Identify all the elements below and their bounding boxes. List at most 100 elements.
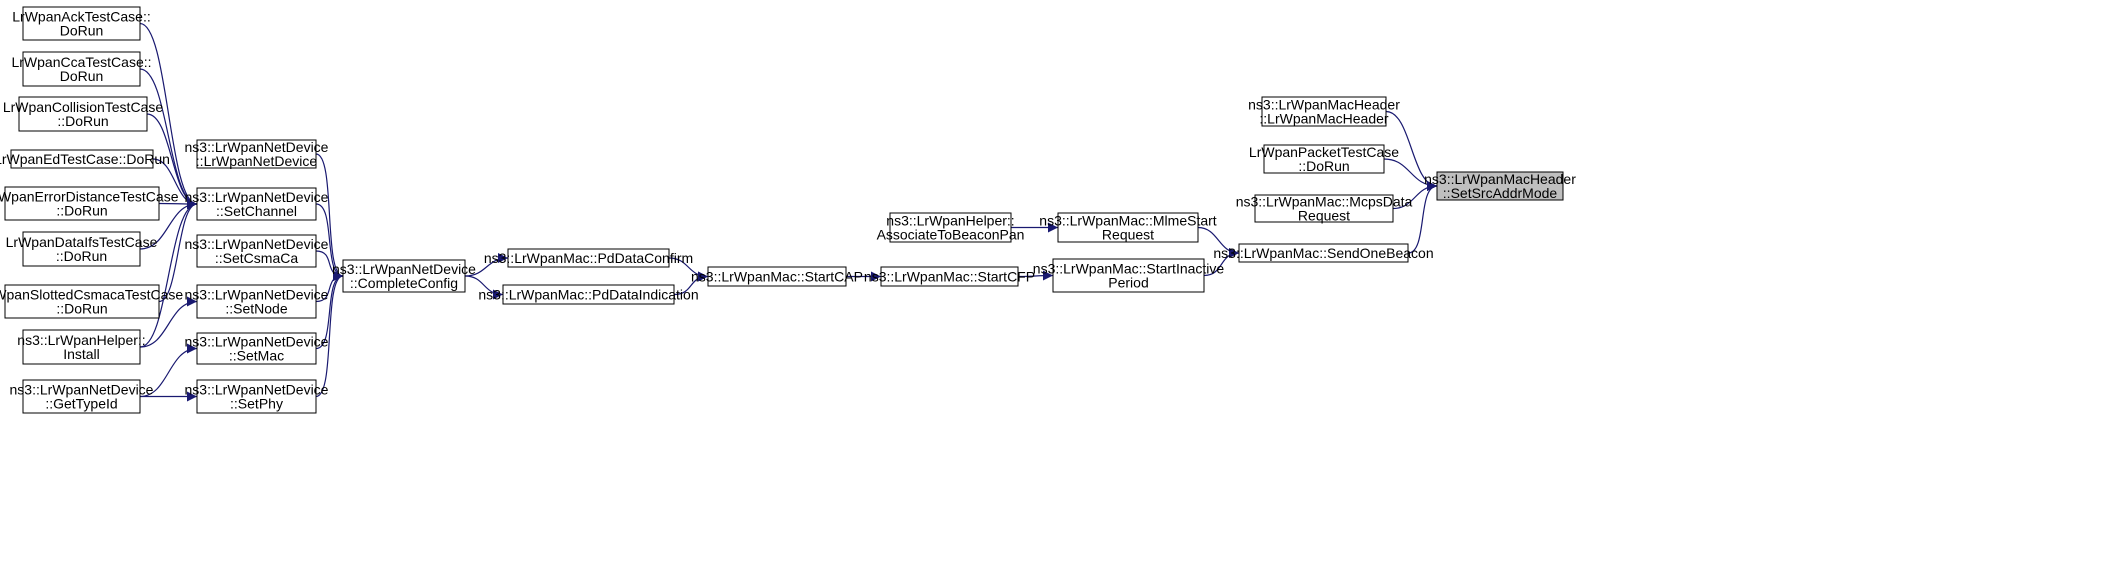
node-label-line: ns3::LrWpanNetDevice [185, 334, 329, 350]
node-macHeaderCtor[interactable]: ns3::LrWpanMacHeader::LrWpanMacHeader [1248, 96, 1400, 127]
node-box [22, 6, 141, 41]
node-associateBeacon[interactable]: ns3::LrWpanHelper::AssociateToBeaconPan [877, 212, 1025, 243]
node-startCfp[interactable]: ns3::LrWpanMac::StartCFP [864, 266, 1035, 287]
node-box [196, 234, 317, 268]
node-label-line: ::LrWpanMacHeader [1259, 111, 1389, 127]
node-dataIfsTest[interactable]: LrWpanDataIfsTestCase::DoRun [6, 231, 158, 267]
node-label-line: ns3::LrWpanMacHeader [1424, 171, 1576, 187]
node-slottedTest[interactable]: LrWpanSlottedCsmacaTestCase::DoRun [0, 284, 183, 319]
node-label-line: ::DoRun [56, 301, 107, 317]
node-pdDataIndication[interactable]: ns3::LrWpanMac::PdDataIndication [478, 284, 699, 305]
node-label-line: ns3::LrWpanMac::StartInactive [1033, 261, 1225, 277]
node-label-line: ::SetNode [225, 301, 287, 317]
node-label-line: ns3::LrWpanNetDevice [185, 189, 329, 205]
node-label-line: AssociateToBeaconPan [877, 227, 1025, 243]
node-ackTest[interactable]: LrWpanAckTestCase::DoRun [12, 6, 151, 41]
edge-helperInstall-to-setChannel [139, 199, 198, 348]
node-label-line: ::DoRun [56, 248, 107, 264]
node-label-line: ns3::LrWpanMac::McpsData [1236, 194, 1413, 210]
edge-pdDataIndication-to-startCap [673, 271, 709, 296]
node-box [22, 329, 141, 365]
node-label-line: LrWpanDataIfsTestCase [6, 234, 158, 250]
node-setChannel[interactable]: ns3::LrWpanNetDevice::SetChannel [185, 187, 329, 221]
node-label-line: ::SetSrcAddrMode [1443, 185, 1558, 201]
node-label-line: Period [1108, 275, 1148, 291]
edge-mcpsData-to-setSrcAddrMode [1392, 181, 1438, 210]
node-label-line: LrWpanAckTestCase:: [12, 9, 151, 25]
edge-getTypeId-to-setMac [139, 343, 198, 398]
node-netDeviceCtor[interactable]: ns3::LrWpanNetDevice::LrWpanNetDevice [185, 139, 329, 169]
node-label-line: DoRun [60, 68, 104, 84]
node-ccaTest[interactable]: LrWpanCcaTestCase::DoRun [11, 51, 152, 87]
edge-ackTest-to-setChannel [139, 22, 198, 209]
edge-sendOneBeacon-to-setSrcAddrMode [1407, 181, 1438, 254]
node-setPhy[interactable]: ns3::LrWpanNetDevice::SetPhy [185, 379, 329, 414]
node-packetTest[interactable]: LrWpanPacketTestCase::DoRun [1249, 144, 1399, 174]
node-label-line: ::LrWpanNetDevice [196, 153, 318, 169]
node-label-line: LrWpanPacketTestCase [1249, 144, 1399, 160]
node-box [18, 96, 148, 132]
node-completeConfig[interactable]: ns3::LrWpanNetDevice::CompleteConfig [332, 259, 476, 293]
edge-ccaTest-to-setChannel [139, 68, 198, 209]
node-label-line: LrWpanCollisionTestCase [3, 99, 164, 115]
node-box [1436, 171, 1564, 201]
node-box [4, 284, 160, 319]
node-box [889, 212, 1012, 243]
node-box [196, 139, 317, 169]
node-getTypeId[interactable]: ns3::LrWpanNetDevice::GetTypeId [10, 379, 154, 414]
node-box [342, 259, 466, 293]
node-label-line: ns3::LrWpanNetDevice [185, 382, 329, 398]
node-box [10, 149, 154, 169]
node-label-line: ::CompleteConfig [350, 275, 458, 291]
node-box [1238, 243, 1409, 263]
node-box [1263, 144, 1385, 174]
node-label-line: ns3::LrWpanNetDevice [185, 139, 329, 155]
edge-netDeviceCtor-to-completeConfig [315, 153, 344, 281]
node-errDistTest[interactable]: LrWpanErrorDistanceTestCase::DoRun [0, 186, 179, 221]
node-box [22, 51, 141, 87]
node-setMac[interactable]: ns3::LrWpanNetDevice::SetMac [185, 332, 329, 365]
node-setNode[interactable]: ns3::LrWpanNetDevice::SetNode [185, 284, 329, 319]
node-label-line: ns3::LrWpanNetDevice [332, 261, 476, 277]
node-edTest[interactable]: LrWpanEdTestCase::DoRun [0, 149, 170, 169]
edge-startCfp-to-startInactive [1017, 270, 1054, 281]
node-box [22, 379, 141, 414]
node-label-line: ns3::LrWpanNetDevice [10, 382, 154, 398]
node-label-line: ::DoRun [1298, 158, 1349, 174]
node-label-line: Request [1298, 208, 1350, 224]
node-label-line: ns3::LrWpanMac::PdDataIndication [478, 287, 698, 303]
node-label-line: LrWpanErrorDistanceTestCase [0, 189, 179, 205]
node-label-line: LrWpanEdTestCase::DoRun [0, 151, 170, 167]
node-label-line: ns3::LrWpanNetDevice [185, 287, 329, 303]
node-box [22, 231, 141, 267]
node-label-line: ::SetMac [229, 348, 284, 364]
node-label-line: ns3::LrWpanMac::StartCFP [864, 269, 1035, 285]
node-collisionTest[interactable]: LrWpanCollisionTestCase::DoRun [3, 96, 164, 132]
node-box [196, 284, 317, 319]
node-label-line: Install [63, 346, 100, 362]
edge-layer [139, 22, 1438, 402]
node-label-line: LrWpanCcaTestCase:: [11, 54, 151, 70]
node-setCsmaCa[interactable]: ns3::LrWpanNetDevice::SetCsmaCa [185, 234, 329, 268]
node-box [1254, 194, 1394, 223]
node-label-line: ns3::LrWpanMac::MlmeStart [1039, 213, 1216, 229]
node-box [196, 332, 317, 365]
node-setSrcAddrMode[interactable]: ns3::LrWpanMacHeader::SetSrcAddrMode [1424, 171, 1576, 201]
edge-completeConfig-to-pdDataConfirm [464, 253, 509, 277]
node-label-line: ns3::LrWpanMac::StartCAP [691, 269, 863, 285]
node-label-line: ns3::LrWpanMac::PdDataConfirm [484, 250, 693, 266]
node-box [4, 186, 160, 221]
node-label-line: DoRun [60, 23, 104, 39]
node-pdDataConfirm[interactable]: ns3::LrWpanMac::PdDataConfirm [484, 248, 693, 268]
node-helperInstall[interactable]: ns3::LrWpanHelper::Install [17, 329, 146, 365]
node-sendOneBeacon[interactable]: ns3::LrWpanMac::SendOneBeacon [1213, 243, 1434, 263]
node-startCap[interactable]: ns3::LrWpanMac::StartCAP [691, 266, 863, 287]
node-label-line: ns3::LrWpanMacHeader [1248, 97, 1400, 113]
node-box [1261, 96, 1387, 127]
node-box [880, 266, 1019, 287]
edge-setPhy-to-completeConfig [315, 271, 344, 398]
node-box [1052, 258, 1205, 293]
